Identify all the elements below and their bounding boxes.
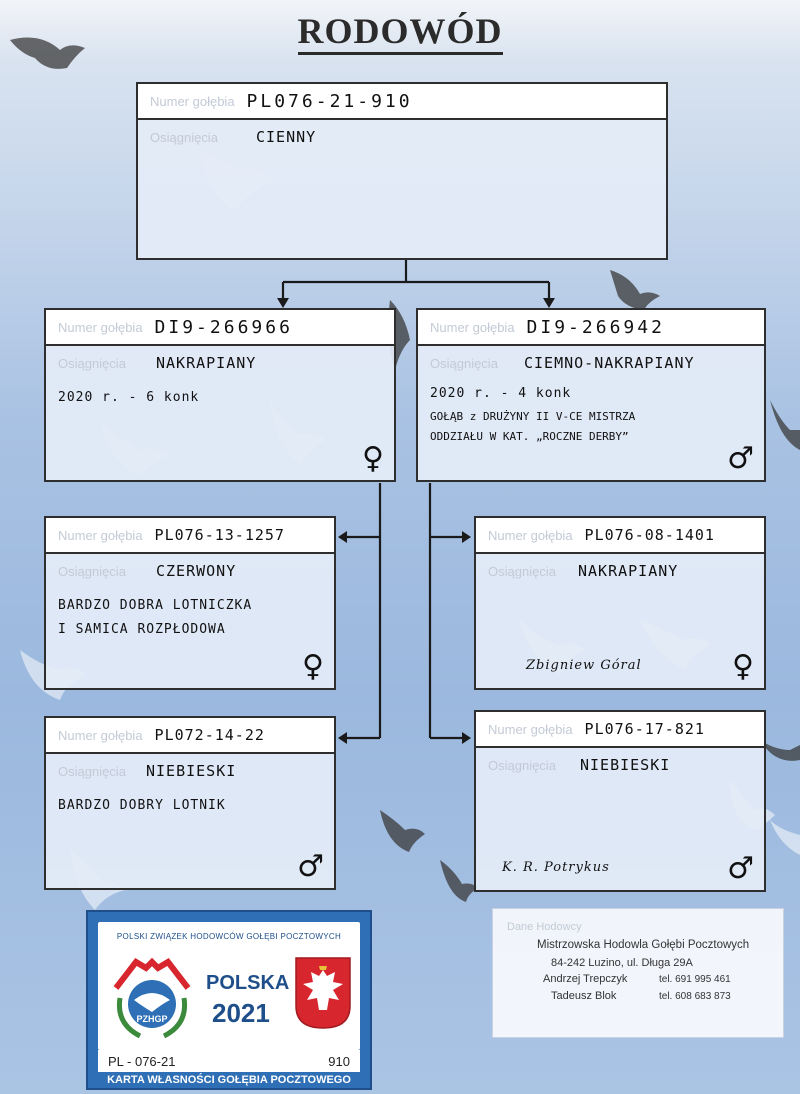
achievements-label: Osiągnięcia <box>58 564 126 579</box>
bird-color: CIENNY <box>256 128 317 146</box>
sire-card: Numer gołębia DI9-266966 Osiągnięcia NAK… <box>44 308 396 482</box>
grandparent-1-line-1: BARDZO DOBRA LOTNICZKA <box>58 598 253 613</box>
number-label: Numer gołębia <box>58 727 143 743</box>
grandparent-card-2: Numer gołębia PL072-14-22 Osiągnięcia NI… <box>44 716 336 890</box>
breeder-address: 84-242 Luzino, ul. Długa 29A <box>551 957 693 969</box>
dam-line-2: GOŁĄB z DRUŻYNY II V-CE MISTRZA <box>430 410 636 423</box>
ownership-card-header: POLSKI ZWIĄZEK HODOWCÓW GOŁĘBI POCZTOWYC… <box>98 922 360 1050</box>
dam-color: CIEMNO-NAKRAPIANY <box>524 354 695 372</box>
association-name: POLSKI ZWIĄZEK HODOWCÓW GOŁĘBI POCZTOWYC… <box>116 932 342 941</box>
number-label: Numer gołębia <box>488 721 573 737</box>
bird-number: PL076-21-910 <box>246 90 413 112</box>
achievements-label: Osiągnięcia <box>58 764 126 779</box>
number-label: Numer gołębia <box>58 527 143 543</box>
breeder-person-2: Tadeusz Blok <box>551 990 617 1002</box>
card-footer: KARTA WŁASNOŚCI GOŁĘBIA POCZTOWEGO <box>107 1074 351 1086</box>
breeder-box: Dane Hodowcy Mistrzowska Hodowla Gołębi … <box>492 908 784 1038</box>
breeder-signature-4: K. R. Potrykus <box>502 860 610 875</box>
breeder-signature-3: Zbigniew Góral <box>526 658 642 673</box>
achievements-label: Osiągnięcia <box>488 758 556 773</box>
grandparent-2-number-row: Numer gołębia PL072-14-22 <box>44 716 336 754</box>
grandparent-2-number: PL072-14-22 <box>154 726 265 744</box>
bird-card: Numer gołębia PL076-21-910 Osiągnięcia C… <box>136 82 668 260</box>
grandparent-3-number: PL076-08-1401 <box>584 526 715 544</box>
breeder-phone-2: tel. 608 683 873 <box>659 991 731 1002</box>
grandparent-2-color: NIEBIESKI <box>146 762 237 780</box>
achievements-label: Osiągnięcia <box>430 356 498 371</box>
grandparent-1-color: CZERWONY <box>156 562 237 580</box>
grandparent-3-number-row: Numer gołębia PL076-08-1401 <box>474 516 766 554</box>
grandparent-3-color: NAKRAPIANY <box>578 562 679 580</box>
polish-eagle-icon <box>295 957 351 1029</box>
dam-number-row: Numer gołębia DI9-266942 <box>416 308 766 346</box>
achievements-label: Osiągnięcia <box>58 356 126 371</box>
female-symbol-icon: ♀ <box>732 649 754 684</box>
card-year: 2021 <box>212 998 270 1028</box>
achievements-label: Osiągnięcia <box>150 130 218 145</box>
breeder-phone-1: tel. 691 995 461 <box>659 974 731 985</box>
number-label: Numer gołębia <box>150 93 235 109</box>
male-symbol-icon: ♂ <box>297 849 324 884</box>
sire-number-row: Numer gołębia DI9-266966 <box>44 308 396 346</box>
dam-line-3: ODDZIAŁU W KAT. „ROCZNE DERBY” <box>430 430 629 443</box>
ownership-card: POLSKI ZWIĄZEK HODOWCÓW GOŁĘBI POCZTOWYC… <box>86 910 372 1090</box>
grandparent-2-achievements: Osiągnięcia NIEBIESKI BARDZO DOBRY LOTNI… <box>44 754 336 890</box>
grandparent-card-3: Numer gołębia PL076-08-1401 Osiągnięcia … <box>474 516 766 690</box>
pzhgp-logo-icon: PZHGP <box>113 957 191 1039</box>
card-country: POLSKA <box>206 972 290 994</box>
grandparent-card-1: Numer gołębia PL076-13-1257 Osiągnięcia … <box>44 516 336 690</box>
number-label: Numer gołębia <box>58 319 143 335</box>
grandparent-1-achievements: Osiągnięcia CZERWONY BARDZO DOBRA LOTNIC… <box>44 554 336 690</box>
breeder-label: Dane Hodowcy <box>507 921 582 933</box>
grandparent-4-number-row: Numer gołębia PL076-17-821 <box>474 710 766 748</box>
bird-number-row: Numer gołębia PL076-21-910 <box>136 82 668 120</box>
page-title: RODOWÓD <box>0 10 800 55</box>
sire-line-1: 2020 r. - 6 konk <box>58 390 200 405</box>
grandparent-3-achievements: Osiągnięcia NAKRAPIANY Zbigniew Góral ♀ <box>474 554 766 690</box>
bird-achievements: Osiągnięcia CIENNY <box>136 120 668 260</box>
grandparent-1-number: PL076-13-1257 <box>154 526 285 544</box>
dam-line-1: 2020 r. - 4 konk <box>430 386 572 401</box>
grandparent-1-line-2: I SAMICA ROZPŁODOWA <box>58 622 226 637</box>
ring-number-row: PL - 076-21 910 <box>98 1050 360 1072</box>
breeder-name: Mistrzowska Hodowla Gołębi Pocztowych <box>537 939 750 951</box>
sire-achievements: Osiągnięcia NAKRAPIANY 2020 r. - 6 konk … <box>44 346 396 482</box>
male-symbol-icon: ♂ <box>727 851 754 886</box>
male-symbol-icon: ♂ <box>727 441 754 476</box>
dam-number: DI9-266942 <box>526 316 665 338</box>
grandparent-4-color: NIEBIESKI <box>580 756 671 774</box>
sire-color: NAKRAPIANY <box>156 354 257 372</box>
grandparent-2-line-1: BARDZO DOBRY LOTNIK <box>58 798 226 813</box>
grandparent-4-number: PL076-17-821 <box>584 720 705 738</box>
breeder-person-1: Andrzej Trepczyk <box>543 973 628 985</box>
ring-number: 910 <box>328 1053 350 1069</box>
number-label: Numer gołębia <box>430 319 515 335</box>
grandparent-4-achievements: Osiągnięcia NIEBIESKI K. R. Potrykus ♂ <box>474 748 766 892</box>
achievements-label: Osiągnięcia <box>488 564 556 579</box>
number-label: Numer gołębia <box>488 527 573 543</box>
logo-text: PZHGP <box>136 1014 167 1024</box>
grandparent-1-number-row: Numer gołębia PL076-13-1257 <box>44 516 336 554</box>
female-symbol-icon: ♀ <box>302 649 324 684</box>
dam-card: Numer gołębia DI9-266942 Osiągnięcia CIE… <box>416 308 766 482</box>
grandparent-card-4: Numer gołębia PL076-17-821 Osiągnięcia N… <box>474 710 766 892</box>
sire-number: DI9-266966 <box>154 316 293 338</box>
female-symbol-icon: ♀ <box>362 441 384 476</box>
ring-prefix: PL - 076-21 <box>108 1053 176 1069</box>
dam-achievements: Osiągnięcia CIEMNO-NAKRAPIANY 2020 r. - … <box>416 346 766 482</box>
